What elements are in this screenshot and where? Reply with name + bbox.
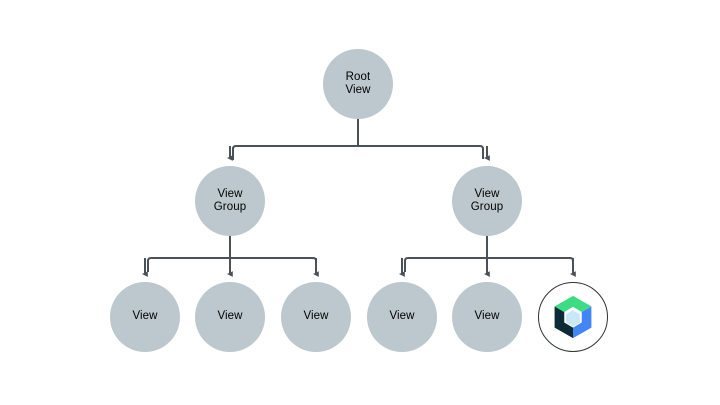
node-view-5-label: View bbox=[474, 310, 500, 323]
node-view-3[interactable]: View bbox=[281, 282, 351, 352]
jetpack-compose-icon bbox=[550, 294, 596, 340]
node-view-1[interactable]: View bbox=[110, 282, 180, 352]
node-root-view[interactable]: Root View bbox=[323, 49, 393, 119]
node-view-2-label: View bbox=[217, 310, 243, 323]
node-compose[interactable] bbox=[538, 282, 608, 352]
node-view-5[interactable]: View bbox=[452, 282, 522, 352]
node-root-view-label: Root View bbox=[345, 70, 371, 97]
node-view-4[interactable]: View bbox=[367, 282, 437, 352]
edge-vgleft-bus bbox=[147, 257, 317, 272]
edge-root-bus bbox=[232, 145, 484, 160]
node-view-group-right[interactable]: View Group bbox=[452, 166, 522, 236]
node-view-group-left-label: View Group bbox=[213, 187, 247, 214]
node-view-1-label: View bbox=[132, 310, 158, 323]
node-view-2[interactable]: View bbox=[195, 282, 265, 352]
node-view-3-label: View bbox=[303, 310, 329, 323]
node-view-group-right-label: View Group bbox=[470, 187, 504, 214]
edge-vgright-bus bbox=[404, 257, 574, 272]
node-view-group-left[interactable]: View Group bbox=[195, 166, 265, 236]
node-view-4-label: View bbox=[389, 310, 415, 323]
